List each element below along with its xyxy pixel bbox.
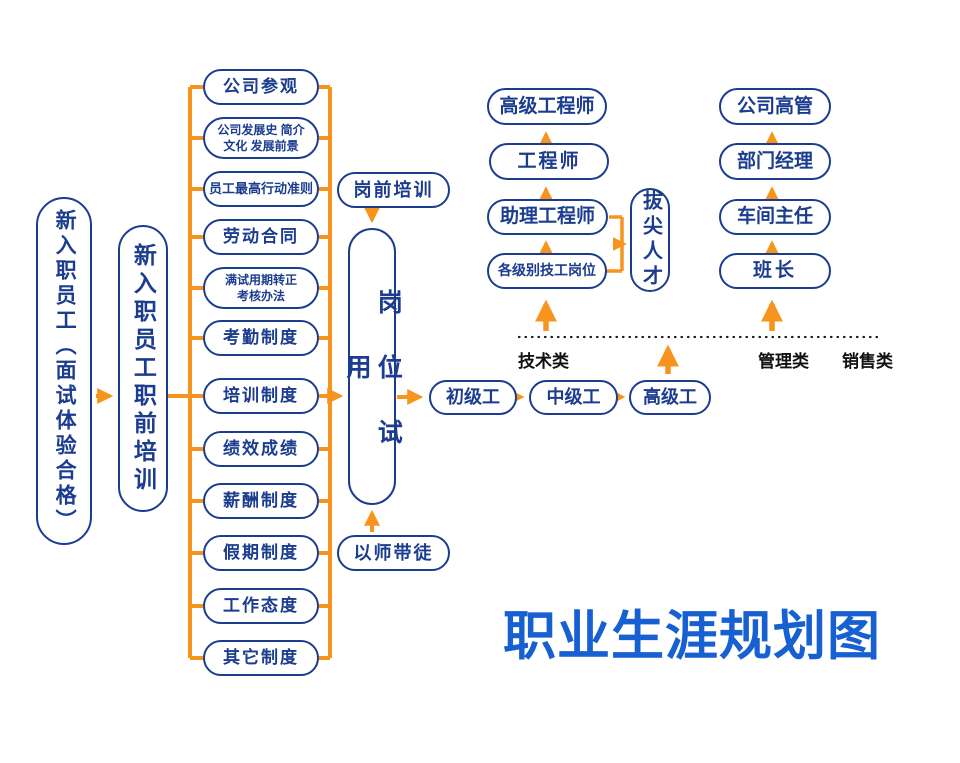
training-item: 公司参观	[203, 69, 319, 105]
node-technician-positions: 各级别技工岗位	[487, 253, 607, 289]
node-senior-worker: 高级工	[629, 380, 711, 415]
training-item: 薪酬制度	[203, 483, 319, 519]
node-engineer: 工程师	[489, 143, 609, 180]
node-assistant-engineer: 助理工程师	[487, 199, 608, 235]
bracket-top-talent	[605, 215, 624, 273]
training-item: 劳动合同	[203, 219, 319, 255]
node-mentorship: 以师带徒	[337, 535, 450, 571]
node-pretraining: 新入职员工职前培训	[118, 225, 168, 512]
bracket-right	[319, 85, 332, 660]
training-item: 绩效成绩	[203, 431, 319, 467]
node-workshop-director: 车间主任	[719, 199, 831, 235]
label-technical-category: 技术类	[518, 352, 569, 371]
training-item: 工作态度	[203, 588, 319, 624]
training-item: 假期制度	[203, 535, 319, 571]
node-team-leader: 班长	[719, 253, 831, 289]
training-item: 其它制度	[203, 640, 319, 676]
node-new-employee: 新入职员工（面试体验合格）	[36, 197, 92, 545]
label-management-category: 管理类	[758, 352, 809, 371]
node-senior-engineer: 高级工程师	[487, 88, 607, 125]
bracket-left	[168, 85, 203, 660]
training-item: 满试用期转正 考核办法	[203, 267, 319, 309]
node-department-manager: 部门经理	[719, 143, 831, 180]
training-item: 员工最高行动准则	[203, 171, 319, 207]
node-junior-worker: 初级工	[429, 380, 517, 415]
node-intermediate-worker: 中级工	[529, 380, 618, 415]
training-item: 公司发展史 简介 文化 发展前景	[203, 117, 319, 159]
training-item: 考勤制度	[203, 320, 319, 356]
node-position-trial: 岗位试用	[343, 228, 402, 505]
node-company-executive: 公司高管	[719, 88, 831, 125]
training-item: 培训制度	[203, 378, 319, 414]
diagram-title: 职业生涯规划图	[503, 607, 881, 666]
node-top-talent: 拔尖人才	[630, 188, 670, 292]
node-prejob-training: 岗前培训	[337, 172, 450, 208]
label-sales-category: 销售类	[842, 352, 893, 371]
